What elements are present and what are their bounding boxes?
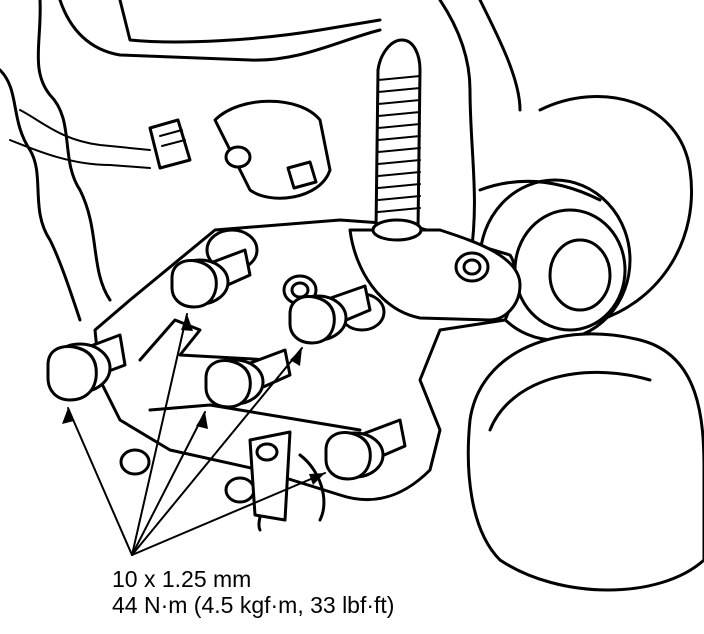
lower-pulley: [466, 332, 704, 592]
leader-arrows: [62, 313, 326, 556]
bolt-size-label: 10 x 1.25 mm: [112, 566, 252, 592]
bolt-3: [204, 348, 292, 409]
connector: [148, 118, 192, 170]
torque-spec-label: 44 N·m (4.5 kgf·m, 33 lbf·ft): [112, 592, 395, 618]
bolt-5: [324, 418, 407, 481]
upper-bracket: [213, 99, 332, 200]
stud: [371, 38, 423, 242]
bolt-2: [170, 248, 252, 309]
bolt-1: [46, 333, 127, 402]
mount-bracket: [93, 218, 522, 532]
bolt-4: [288, 284, 372, 345]
engine-block-outline: [0, 0, 522, 322]
